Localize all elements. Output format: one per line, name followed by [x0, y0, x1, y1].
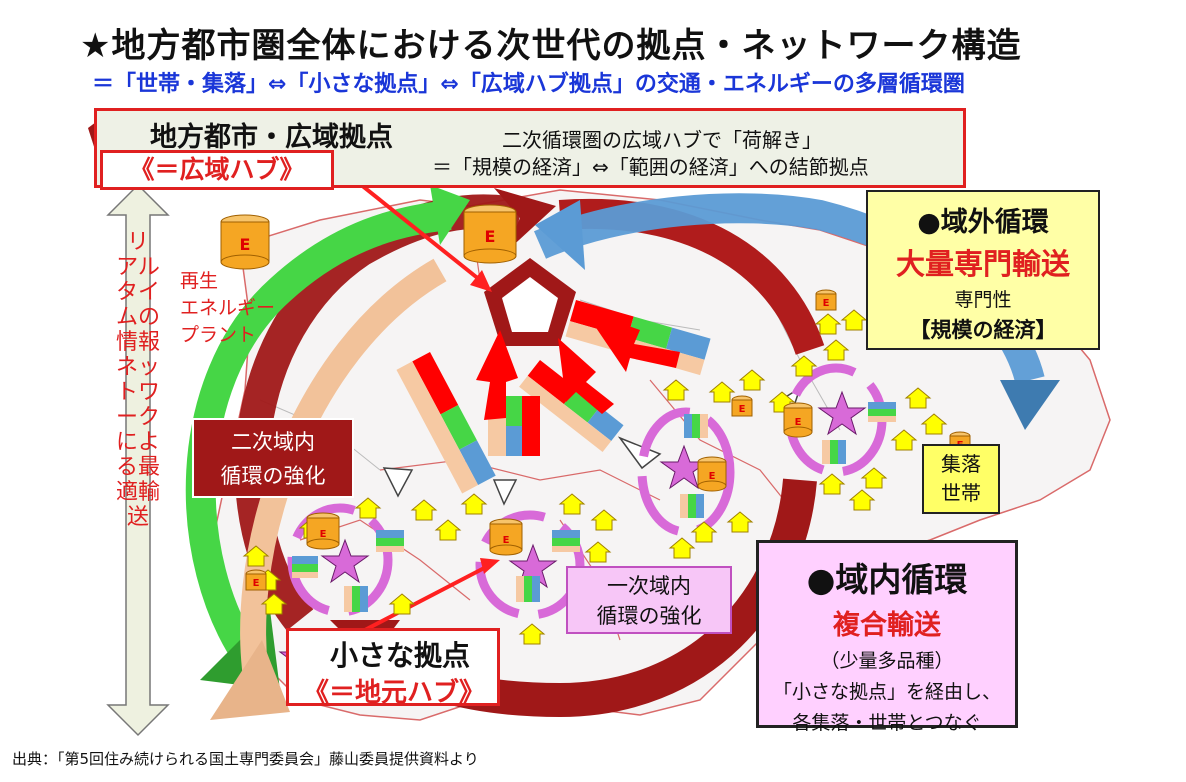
external-cycle-subtitle: 大量専門輸送 — [895, 247, 1070, 281]
small-hub-star-icon — [817, 390, 867, 436]
house-icon — [242, 545, 270, 567]
source-citation: 出典：「第5回住み続けられる国土専門委員会」藤山委員提供資料より — [12, 750, 479, 768]
hub-title: 地方都市・広域拠点 — [150, 122, 393, 153]
house-icon — [890, 429, 918, 451]
external-cycle-line1: 専門性 — [954, 289, 1012, 311]
transport-box — [396, 352, 496, 494]
external-cycle-title: ●域外循環 — [917, 207, 1049, 238]
local-hub-title: 小さな拠点 — [330, 639, 471, 672]
energy-tank-icon: E — [815, 289, 837, 311]
house-icon — [590, 509, 618, 531]
house-icon — [738, 369, 766, 391]
svg-text:E: E — [823, 298, 830, 309]
internal-cycle-subtitle: 複合輸送 — [833, 610, 941, 641]
primary-cycle-line2: 循環の強化 — [596, 604, 702, 628]
local-hub-equals-label: 《＝地元ハブ》 — [302, 678, 485, 708]
green-flow-arrow — [185, 200, 452, 669]
hub-description-line1: 二次循環圏の広域ハブで「荷解き」 — [502, 128, 822, 152]
hub-description-line2: ＝「規模の経済」⇔「範囲の経済」への結節拠点 — [432, 155, 869, 179]
house-icons — [242, 309, 948, 645]
internal-cycle-box: ●域内循環 複合輸送 （少量多品種） 「小さな拠点」を経由し、 各集落・世帯とつ… — [756, 540, 1018, 734]
secondary-cycle-line1: 二次域内 — [231, 430, 315, 454]
local-cycle — [475, 510, 585, 620]
page-title: ★地方都市圏全体における次世代の拠点・ネットワーク構造 — [80, 26, 1022, 66]
house-icon — [920, 413, 948, 435]
house-icon — [726, 511, 754, 533]
energy-tank-icon: E — [306, 512, 340, 550]
svg-text:E: E — [739, 404, 746, 415]
internal-cycle-line2: 「小さな拠点」を経由し、 — [772, 681, 1001, 703]
internal-cycle-line1: （少量多品種） — [820, 650, 954, 672]
house-icon — [388, 593, 416, 615]
house-icon — [822, 339, 850, 361]
energy-tank-icon: E — [731, 395, 753, 417]
house-icon — [662, 379, 690, 401]
internal-cycle-title: ●域内循環 — [806, 560, 968, 599]
external-cycle-line2: 【規模の経済】 — [909, 318, 1057, 342]
house-icon — [860, 467, 888, 489]
energy-tank-icon: E — [697, 456, 727, 492]
svg-text:E: E — [240, 235, 251, 254]
secondary-cycle-box: 二次域内 循環の強化 — [192, 418, 354, 498]
house-icon — [558, 493, 586, 515]
settlement-box: 集落 世帯 — [922, 444, 1000, 514]
house-icon — [818, 473, 846, 495]
energy-tank-icon: E — [220, 214, 270, 270]
svg-text:E: E — [795, 417, 802, 428]
house-icon — [260, 593, 288, 615]
local-cycle — [637, 407, 735, 537]
svg-text:E: E — [709, 471, 716, 482]
energy-tank-icon: E — [783, 402, 813, 438]
energy-tank-icon: E — [463, 204, 517, 264]
external-cycle-box: ●域外循環 大量専門輸送 専門性 【規模の経済】 — [866, 190, 1100, 350]
house-icon — [354, 497, 382, 519]
energy-plant-line3: プラント — [180, 324, 257, 346]
energy-plant-line2: エネルギー — [180, 297, 276, 319]
local-hub-panel — [286, 628, 500, 706]
house-icon — [690, 521, 718, 543]
vertical-double-arrow — [106, 183, 170, 737]
transport-box — [519, 360, 624, 453]
house-icon — [848, 489, 876, 511]
hub-equals-label: 《＝広域ハブ》 — [100, 150, 334, 190]
page-subtitle: ＝「世帯・集落」⇔「小さな拠点」⇔「広域ハブ拠点」の交通・エネルギーの多層循環圏 — [92, 72, 965, 97]
energy-plant-line1: 再生 — [180, 270, 219, 292]
house-icon — [668, 537, 696, 559]
primary-cycle-box: 一次域内 循環の強化 — [566, 566, 732, 634]
primary-cycle-line1: 一次域内 — [607, 574, 691, 598]
house-icon — [584, 541, 612, 563]
house-icon — [460, 493, 488, 515]
energy-tank-icon: E — [245, 569, 267, 591]
internal-cycle-line3: 各集落・世帯とつなぐ — [792, 712, 982, 734]
svg-text:E: E — [253, 578, 260, 589]
secondary-cycle-line2: 循環の強化 — [220, 464, 326, 488]
small-transport-box — [292, 402, 896, 612]
house-icon — [840, 309, 868, 331]
settlement-line2: 世帯 — [941, 481, 981, 505]
svg-text:E: E — [320, 529, 327, 540]
house-icon — [904, 387, 932, 409]
svg-text:E: E — [485, 227, 496, 246]
energy-plant-label: 再生 エネルギー プラント — [180, 268, 275, 349]
house-icon — [790, 355, 818, 377]
house-icon — [814, 313, 842, 335]
house-icon — [518, 623, 546, 645]
house-icon — [434, 519, 462, 541]
energy-tank-icon: E — [489, 518, 523, 556]
house-icon — [410, 499, 438, 521]
svg-text:E: E — [503, 535, 510, 546]
settlement-line1: 集落 — [941, 452, 981, 476]
house-icon — [708, 381, 736, 403]
small-hub-star-icon — [320, 538, 370, 584]
vertical-arrow-label: リアルタイムの情報ネットワークによる最適輸送 — [116, 230, 161, 530]
